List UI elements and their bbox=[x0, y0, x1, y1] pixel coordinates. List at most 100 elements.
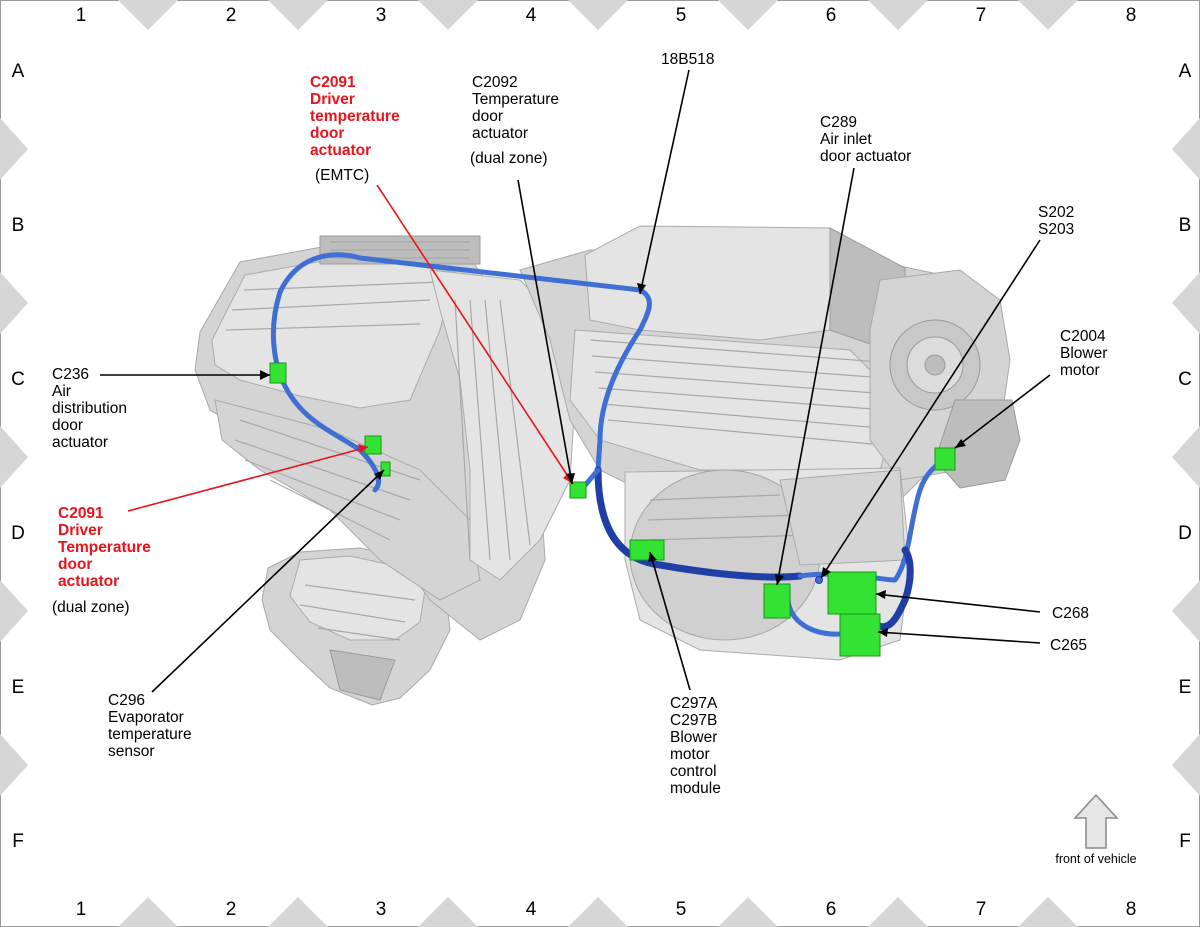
svg-text:module: module bbox=[670, 780, 721, 797]
label-c289: C289 Air inlet door actuator bbox=[820, 114, 911, 165]
svg-text:temperature: temperature bbox=[108, 726, 192, 743]
orientation-caption: front of vehicle bbox=[1055, 852, 1136, 866]
orientation-indicator: front of vehicle bbox=[1055, 793, 1137, 866]
leader-c2091-dual-zone bbox=[127, 446, 369, 512]
leader-c296 bbox=[151, 469, 385, 693]
svg-text:Evaporator: Evaporator bbox=[108, 709, 184, 726]
svg-text:C2092: C2092 bbox=[472, 74, 518, 91]
splice-s202-s203 bbox=[815, 576, 823, 584]
svg-text:actuator: actuator bbox=[310, 142, 371, 159]
grid-col-7: 7 bbox=[976, 899, 987, 920]
svg-text:C2004: C2004 bbox=[1060, 328, 1106, 345]
grid-col-2: 2 bbox=[226, 5, 237, 26]
leader-c289 bbox=[776, 167, 855, 586]
svg-text:C236: C236 bbox=[52, 366, 89, 383]
grid-col-5: 5 bbox=[676, 899, 687, 920]
svg-text:Temperature: Temperature bbox=[472, 91, 559, 108]
label-c236: C236 Air distribution door actuator bbox=[52, 366, 127, 451]
grid-col-1: 1 bbox=[76, 899, 87, 920]
svg-text:actuator: actuator bbox=[472, 125, 528, 142]
grid-row-c: C bbox=[11, 369, 25, 390]
grid-col-4: 4 bbox=[526, 899, 537, 920]
svg-text:Driver: Driver bbox=[310, 91, 355, 108]
label-c296: C296 Evaporator temperature sensor bbox=[108, 692, 192, 760]
svg-text:Blower: Blower bbox=[670, 729, 717, 746]
leader-c297 bbox=[649, 551, 691, 691]
svg-text:Air: Air bbox=[52, 383, 71, 400]
svg-text:S202: S202 bbox=[1038, 204, 1074, 221]
label-c2091-emtc: C2091 Driver temperature door actuator (… bbox=[310, 74, 400, 184]
grid-row-labels-right: A B C D E F bbox=[1178, 61, 1192, 852]
svg-text:door: door bbox=[310, 125, 344, 142]
label-18b518: 18B518 bbox=[661, 51, 714, 68]
grid-col-5: 5 bbox=[676, 5, 687, 26]
svg-text:door actuator: door actuator bbox=[820, 148, 911, 165]
grid-row-b: B bbox=[1179, 215, 1192, 236]
label-c2004: C2004 Blower motor bbox=[1060, 328, 1107, 379]
svg-text:S203: S203 bbox=[1038, 221, 1074, 238]
label-c2091-dual-zone: C2091 Driver Temperature door actuator (… bbox=[52, 505, 151, 616]
svg-text:C289: C289 bbox=[820, 114, 857, 131]
connector-c2092 bbox=[569, 481, 587, 499]
svg-text:Temperature: Temperature bbox=[58, 539, 151, 556]
svg-text:C2091: C2091 bbox=[58, 505, 104, 522]
svg-text:actuator: actuator bbox=[52, 434, 108, 451]
grid-col-4: 4 bbox=[526, 5, 537, 26]
leader-s202-s203 bbox=[820, 239, 1041, 579]
grid-row-a: A bbox=[12, 61, 25, 82]
hvac-housing-illustration bbox=[194, 225, 1021, 706]
connector-c296 bbox=[380, 461, 391, 477]
svg-text:(EMTC): (EMTC) bbox=[315, 167, 369, 184]
label-s202-s203: S202 S203 bbox=[1038, 204, 1074, 238]
leader-18b518 bbox=[639, 69, 690, 295]
svg-text:control: control bbox=[670, 763, 717, 780]
leader-c268 bbox=[875, 593, 1041, 613]
grid-row-f: F bbox=[12, 831, 24, 852]
grid-row-a: A bbox=[1179, 61, 1192, 82]
svg-text:Blower: Blower bbox=[1060, 345, 1107, 362]
grid-row-e: E bbox=[12, 677, 25, 698]
svg-text:18B518: 18B518 bbox=[661, 51, 714, 68]
grid-col-6: 6 bbox=[826, 899, 837, 920]
grid-col-2: 2 bbox=[226, 899, 237, 920]
grid-row-d: D bbox=[1178, 523, 1192, 544]
leader-c2004 bbox=[954, 374, 1051, 449]
svg-text:C297B: C297B bbox=[670, 712, 717, 729]
grid-col-3: 3 bbox=[376, 5, 387, 26]
connector-c2004 bbox=[934, 447, 956, 471]
svg-text:Driver: Driver bbox=[58, 522, 103, 539]
svg-text:C268: C268 bbox=[1052, 605, 1089, 622]
up-arrow-icon bbox=[1073, 793, 1119, 849]
svg-text:C2091: C2091 bbox=[310, 74, 356, 91]
grid-col-8: 8 bbox=[1126, 899, 1137, 920]
svg-text:motor: motor bbox=[670, 746, 710, 763]
leader-lines bbox=[100, 69, 1051, 693]
leader-c2092 bbox=[517, 179, 573, 485]
svg-text:C297A: C297A bbox=[670, 695, 718, 712]
label-c268: C268 bbox=[1052, 605, 1089, 622]
svg-text:temperature: temperature bbox=[310, 108, 400, 125]
grid-column-labels-bottom: 1 2 3 4 5 6 7 8 bbox=[76, 899, 1137, 920]
connector-c2091-dual-zone bbox=[364, 435, 382, 455]
svg-text:door: door bbox=[472, 108, 503, 125]
grid-col-7: 7 bbox=[976, 5, 987, 26]
svg-text:sensor: sensor bbox=[108, 743, 155, 760]
connector-c268 bbox=[827, 571, 877, 615]
connector-c289 bbox=[763, 583, 791, 619]
grid-column-labels-top: 1 2 3 4 5 6 7 8 bbox=[76, 5, 1137, 26]
grid-row-e: E bbox=[1179, 677, 1192, 698]
grid-col-6: 6 bbox=[826, 5, 837, 26]
svg-text:distribution: distribution bbox=[52, 400, 127, 417]
label-c297a-c297b: C297A C297B Blower motor control module bbox=[670, 695, 721, 797]
svg-text:door: door bbox=[52, 417, 83, 434]
grid-row-f: F bbox=[1179, 831, 1191, 852]
svg-text:actuator: actuator bbox=[58, 573, 119, 590]
svg-text:(dual zone): (dual zone) bbox=[52, 599, 130, 616]
connector-c236 bbox=[269, 362, 287, 384]
svg-text:motor: motor bbox=[1060, 362, 1100, 379]
leader-c265 bbox=[877, 631, 1041, 644]
svg-text:door: door bbox=[58, 556, 92, 573]
leader-c2091-emtc bbox=[376, 184, 574, 485]
grid-row-labels-left: A B C D E F bbox=[11, 61, 25, 852]
